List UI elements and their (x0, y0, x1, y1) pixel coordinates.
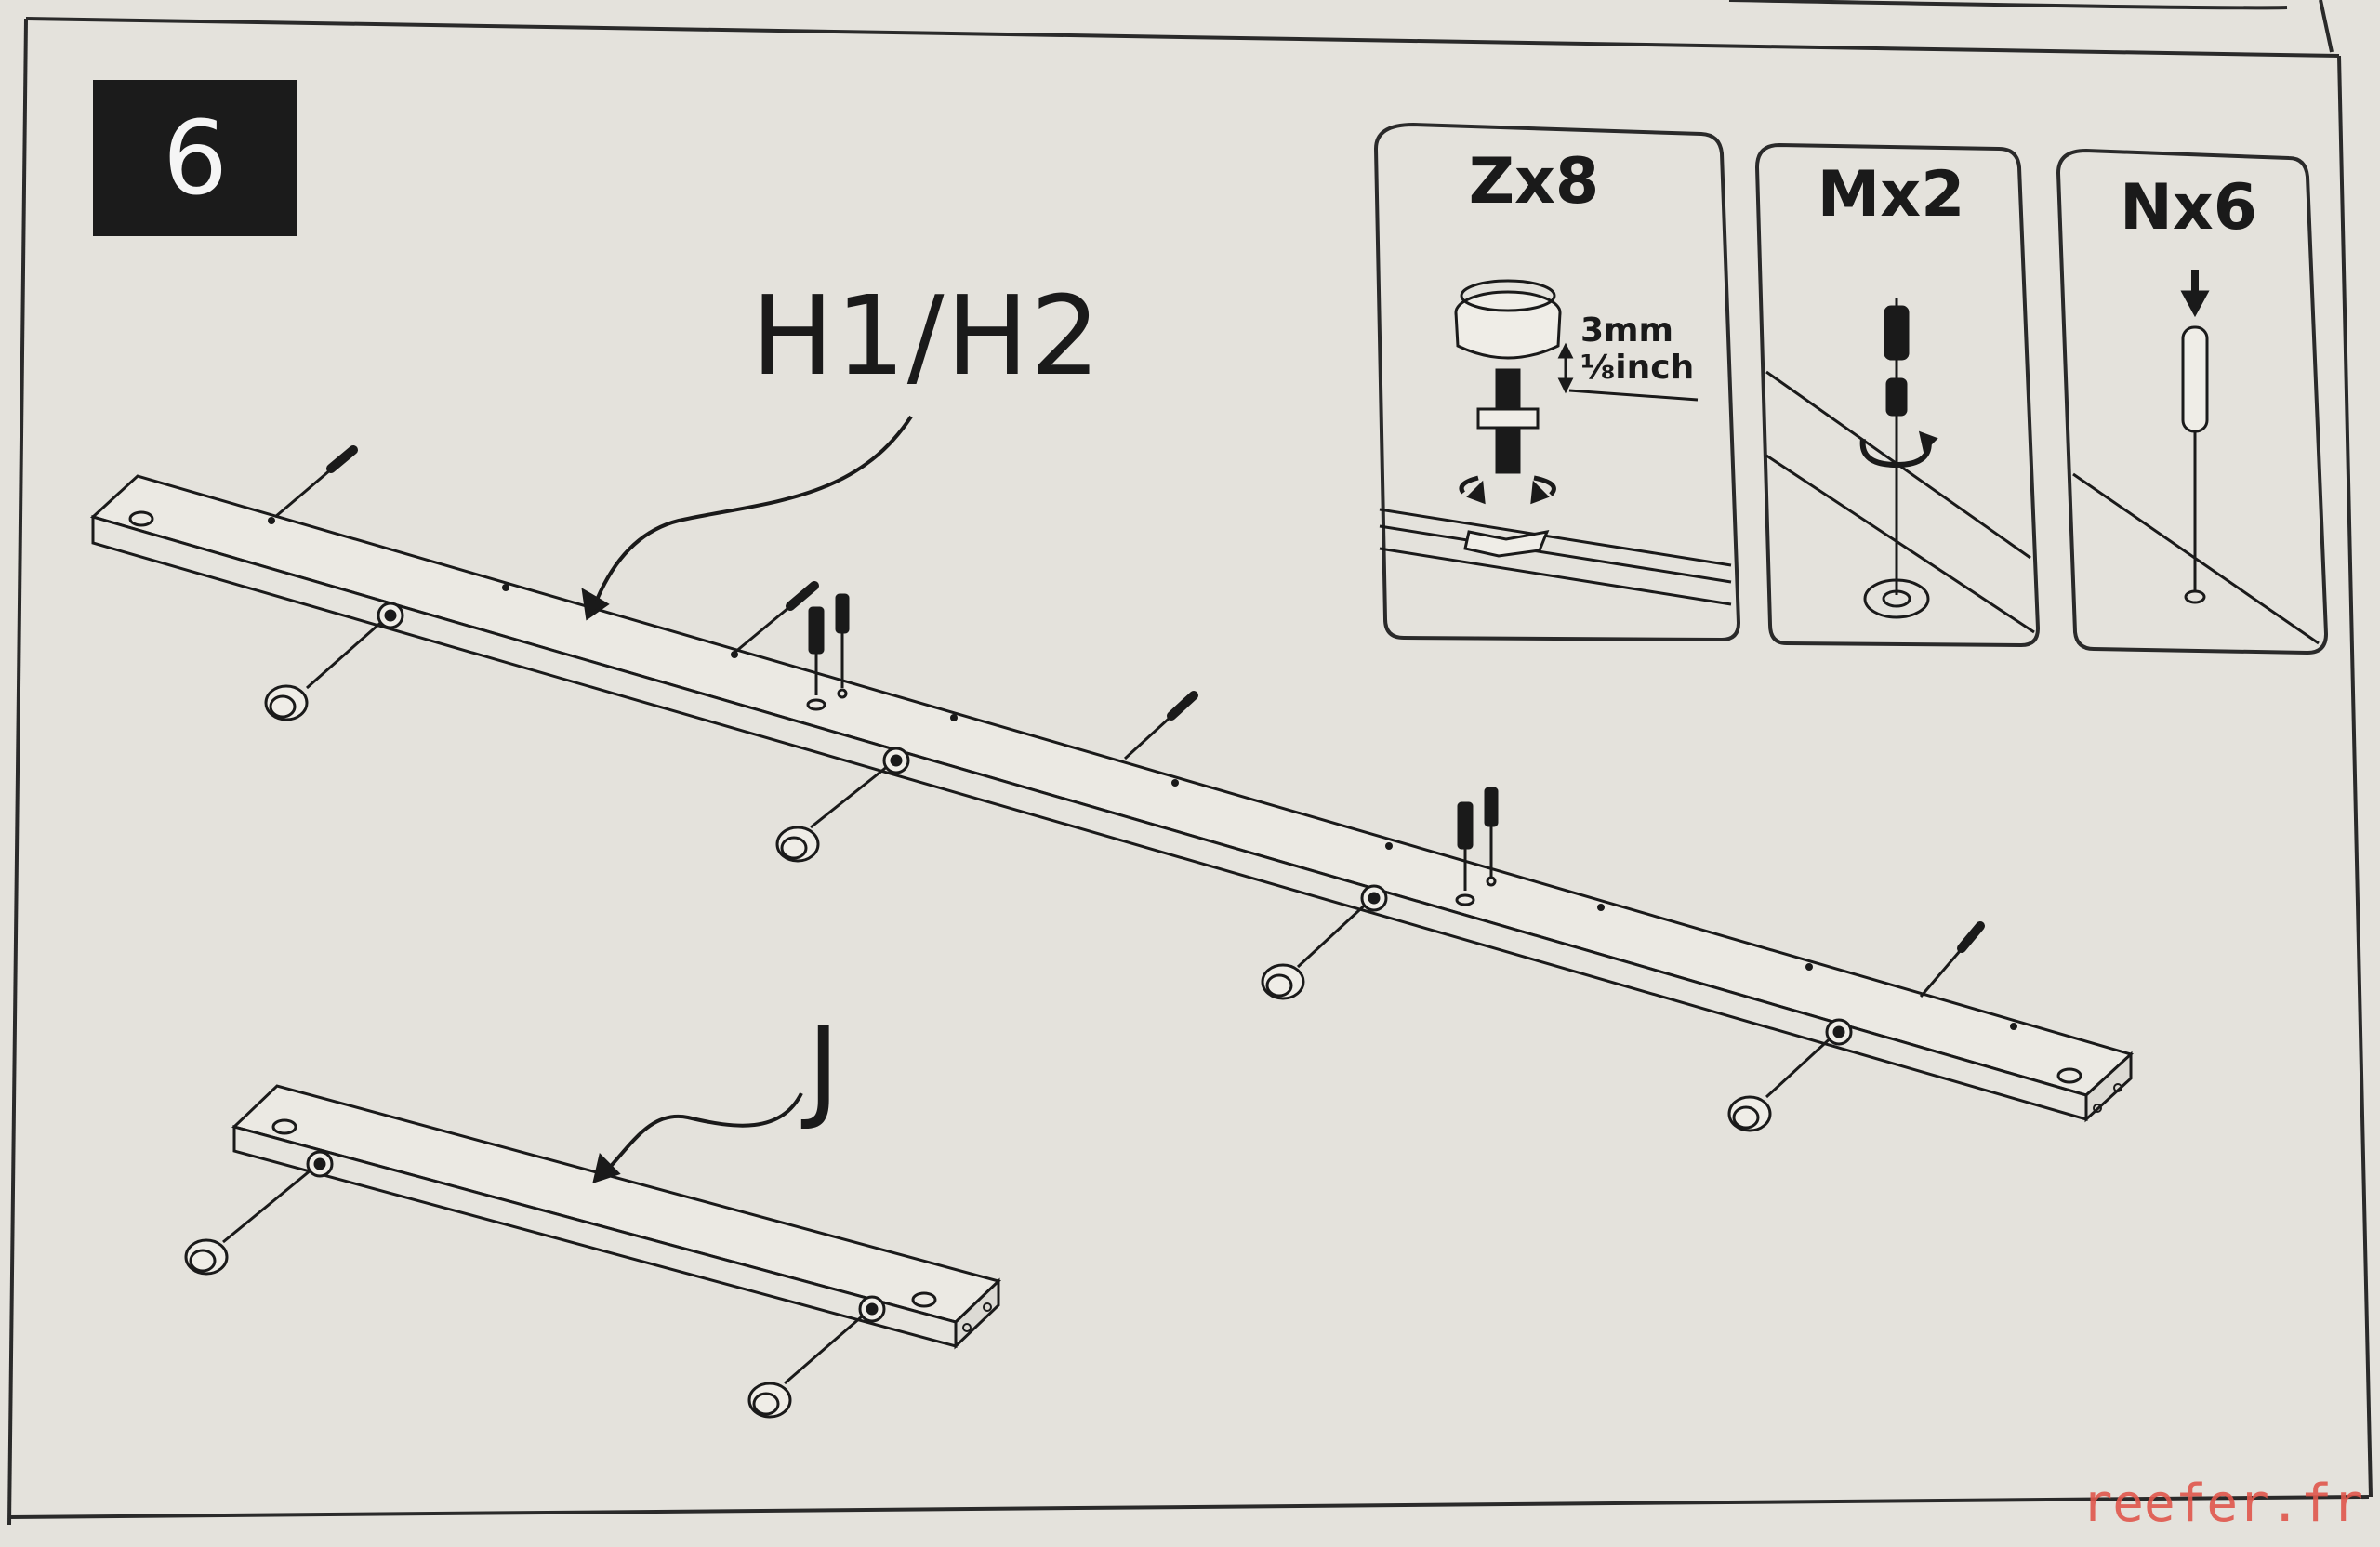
rail-j (231, 1084, 1001, 1350)
dowels-n-long-rail (274, 445, 1985, 998)
measure-inch: ⅛inch (1580, 349, 1695, 387)
levelers-z-short-rail (184, 1150, 886, 1419)
arrow-j (592, 1092, 803, 1184)
hardware-n-label: Nx6 (2119, 171, 2258, 245)
bolt-m-detail (1765, 298, 2035, 634)
rail-h1-h2 (90, 474, 2134, 1123)
leveler-z-detail (1379, 279, 1732, 606)
hardware-m-label: Mx2 (1817, 158, 1965, 231)
measure-mm: 3mm (1580, 311, 1674, 350)
levelers-z-long-rail (264, 602, 1853, 1132)
arrow-h1-h2 (581, 415, 913, 621)
hardware-boxes (1373, 122, 2329, 655)
hardware-z-label: Zx8 (1468, 145, 1600, 218)
part-label-j: J (807, 1004, 840, 1133)
bolts-m-long-rail (806, 593, 1499, 906)
step-number-badge: 6 (93, 80, 298, 236)
dowel-n-detail (2072, 270, 2320, 645)
watermark: reefer.fr (2081, 1474, 2363, 1534)
part-label-h1-h2: H1/H2 (751, 271, 1103, 400)
page-frame (7, 0, 2373, 1526)
